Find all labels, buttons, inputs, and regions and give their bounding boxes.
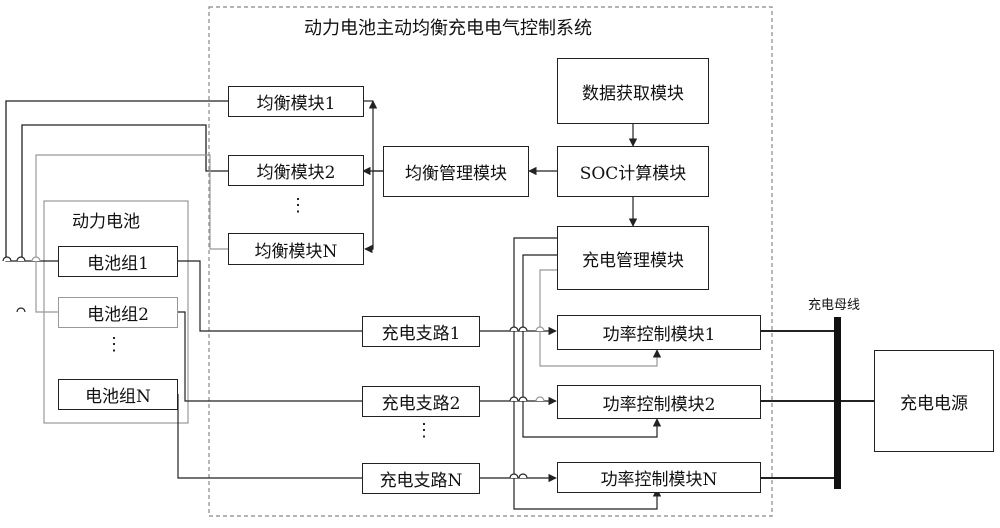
- soc-calculation-module: SOC计算模块: [557, 146, 709, 197]
- charging-bus-bar: [834, 317, 841, 489]
- battery-group-n: 电池组N: [58, 379, 178, 410]
- power-control-module-2: 功率控制模块2: [557, 385, 761, 419]
- power-control-module-n: 功率控制模块N: [557, 462, 761, 493]
- charge-manager-module: 充电管理模块: [557, 226, 709, 290]
- balance-module-n: 均衡模块N: [228, 233, 364, 265]
- battery-ellipsis: ⋮: [105, 342, 123, 348]
- wire-groupN-branchN: [178, 394, 362, 478]
- charge-branch-2: 充电支路2: [362, 386, 480, 417]
- branch-ellipsis: ⋮: [415, 428, 433, 434]
- balance-module-1: 均衡模块1: [228, 86, 364, 117]
- wire-balanceN: [36, 155, 228, 312]
- power-control-module-1: 功率控制模块1: [557, 315, 761, 350]
- wire-group2-branch2: [178, 312, 362, 401]
- balance-manager-module: 均衡管理模块: [383, 146, 529, 197]
- charge-branch-n: 充电支路N: [362, 463, 480, 494]
- battery-group-1: 电池组1: [58, 246, 178, 277]
- wire-group1-branch1: [178, 261, 362, 331]
- balance-ellipsis: ⋮: [289, 203, 307, 209]
- system-title: 动力电池主动均衡充电电气控制系统: [304, 14, 592, 40]
- wire-balance2: [22, 125, 228, 261]
- data-acquisition-module: 数据获取模块: [557, 58, 709, 124]
- charging-power-source: 充电电源: [874, 350, 994, 452]
- battery-title: 动力电池: [72, 207, 140, 232]
- battery-group-2: 电池组2: [58, 297, 178, 328]
- charge-branch-1: 充电支路1: [362, 316, 480, 347]
- charging-bus-label: 充电母线: [808, 294, 860, 313]
- balance-module-2: 均衡模块2: [228, 155, 364, 186]
